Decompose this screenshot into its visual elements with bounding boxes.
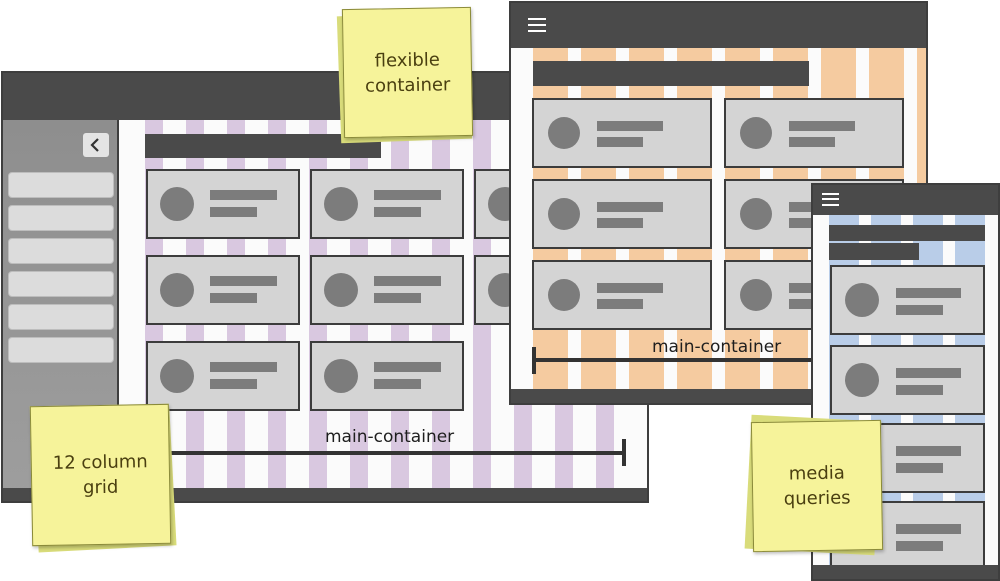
avatar-icon <box>324 187 358 221</box>
content-card[interactable] <box>146 169 300 239</box>
avatar-icon <box>324 273 358 307</box>
text-placeholder-line <box>896 463 943 473</box>
text-placeholder-line <box>210 362 277 372</box>
avatar-icon <box>740 117 772 149</box>
sidebar-collapse-button[interactable] <box>83 133 109 157</box>
tablet-title-bar <box>533 61 809 86</box>
sticky-note-text: 12 column grid <box>52 451 148 499</box>
text-placeholder-line <box>374 276 441 286</box>
text-placeholder-line <box>597 218 643 228</box>
text-placeholder-line <box>210 207 257 217</box>
content-card[interactable] <box>310 341 464 411</box>
avatar-icon <box>548 279 580 311</box>
avatar-icon <box>548 198 580 230</box>
text-placeholder-line <box>597 202 663 212</box>
chevron-left-icon <box>90 138 99 152</box>
mobile-card-list <box>813 215 998 571</box>
text-placeholder-line <box>896 385 943 395</box>
tablet-main-container-label: main-container <box>652 337 782 357</box>
content-card[interactable] <box>532 179 712 249</box>
desktop-container-dimension-cap <box>622 439 626 466</box>
avatar-icon <box>845 283 879 317</box>
avatar-icon <box>548 117 580 149</box>
text-placeholder-line <box>374 293 421 303</box>
text-placeholder-line <box>896 541 943 551</box>
sidebar-item[interactable] <box>8 271 114 297</box>
tablet-container-dimension-line <box>534 358 814 362</box>
content-card[interactable] <box>830 345 985 415</box>
content-card[interactable] <box>310 255 464 325</box>
hamburger-menu-icon[interactable] <box>528 18 546 32</box>
avatar-icon <box>160 187 194 221</box>
tablet-header-bar <box>511 3 926 48</box>
text-placeholder-line <box>896 288 961 298</box>
text-placeholder-line <box>210 379 257 389</box>
sticky-note-flexible-container: flexible container <box>336 6 474 144</box>
text-placeholder-line <box>789 137 835 147</box>
sidebar-item[interactable] <box>8 337 114 363</box>
avatar-icon <box>845 363 879 397</box>
text-placeholder-line <box>210 276 277 286</box>
avatar-icon <box>160 359 194 393</box>
text-placeholder-line <box>210 293 257 303</box>
sticky-note-text: media queries <box>783 462 851 510</box>
text-placeholder-line <box>896 446 961 456</box>
sidebar-item[interactable] <box>8 238 114 264</box>
tablet-window <box>509 1 928 405</box>
sticky-note-media-queries: media queries <box>744 414 884 556</box>
content-card[interactable] <box>532 98 712 168</box>
avatar-icon <box>160 273 194 307</box>
desktop-main-container-label: main-container <box>325 427 455 447</box>
hamburger-menu-icon[interactable] <box>822 193 839 206</box>
mobile-subtitle-bar <box>829 243 919 260</box>
content-card[interactable] <box>830 265 985 335</box>
avatar-icon <box>740 279 772 311</box>
text-placeholder-line <box>374 207 421 217</box>
sidebar-item[interactable] <box>8 304 114 330</box>
mobile-title-bar <box>829 225 985 241</box>
mobile-footer-bar <box>813 565 998 579</box>
content-card[interactable] <box>532 260 712 330</box>
avatar-icon <box>740 198 772 230</box>
content-card[interactable] <box>146 255 300 325</box>
text-placeholder-line <box>210 190 277 200</box>
avatar-icon <box>324 359 358 393</box>
text-placeholder-line <box>896 368 961 378</box>
mobile-main-content <box>813 215 998 571</box>
sidebar-item[interactable] <box>8 205 114 231</box>
mobile-header-bar <box>813 185 998 215</box>
text-placeholder-line <box>374 190 441 200</box>
text-placeholder-line <box>597 299 643 309</box>
text-placeholder-line <box>597 137 643 147</box>
sidebar-item[interactable] <box>8 172 114 198</box>
content-card[interactable] <box>724 98 904 168</box>
text-placeholder-line <box>896 524 961 534</box>
desktop-container-dimension-line <box>158 451 624 455</box>
text-placeholder-line <box>597 283 663 293</box>
text-placeholder-line <box>896 305 943 315</box>
content-card[interactable] <box>310 169 464 239</box>
sticky-note-text: flexible container <box>364 48 451 97</box>
text-placeholder-line <box>789 121 855 131</box>
content-card[interactable] <box>146 341 300 411</box>
text-placeholder-line <box>374 379 421 389</box>
sticky-note-12-column-grid: 12 column grid <box>29 403 177 553</box>
text-placeholder-line <box>597 121 663 131</box>
text-placeholder-line <box>374 362 441 372</box>
tablet-card-grid <box>511 48 926 391</box>
